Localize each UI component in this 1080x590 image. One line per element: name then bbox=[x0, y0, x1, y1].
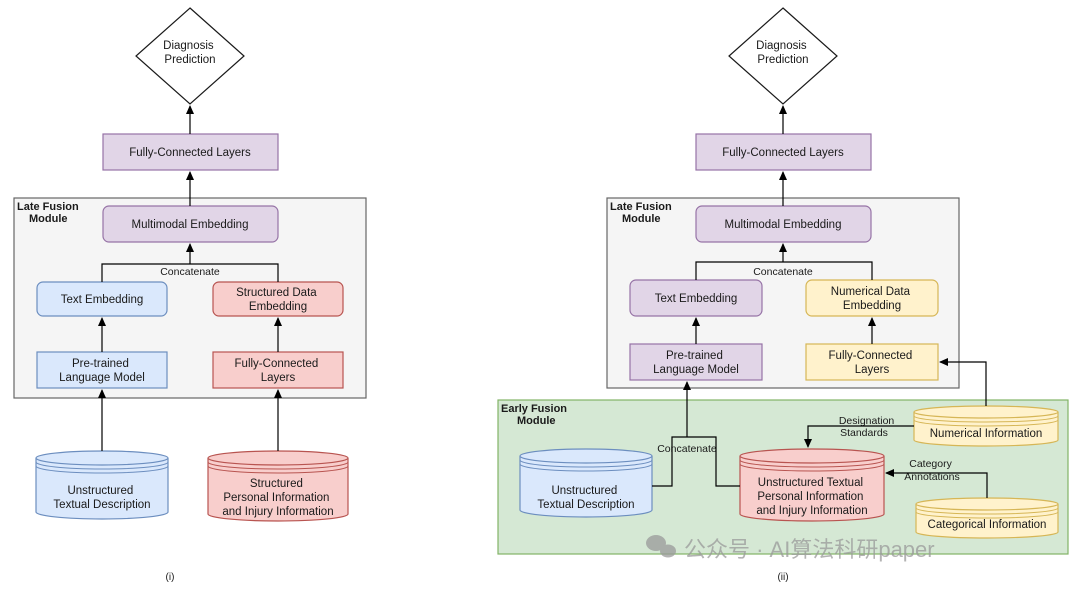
database-unstructured-personal-info bbox=[739, 448, 885, 522]
multimodal-embedding-label: Multimodal Embedding bbox=[132, 219, 249, 231]
caption-ii: (ii) bbox=[777, 572, 788, 583]
fully-connected-small-label: Fully-Connected Layers bbox=[235, 358, 322, 384]
text-embedding-label: Text Embedding bbox=[61, 294, 143, 306]
database-unstructured-personal-info-label: Unstructured Textual Personal Informatio… bbox=[756, 477, 867, 517]
fully-connected-layers-box bbox=[102, 133, 279, 171]
diagnosis-decision-node bbox=[135, 7, 245, 105]
structured-data-embedding-label: Structured Data Embedding bbox=[236, 287, 320, 313]
concatenate-label: Concatenate bbox=[160, 266, 220, 278]
diagnosis-label: Diagnosis Prediction bbox=[163, 40, 217, 66]
database-structured-personal-info bbox=[207, 450, 349, 522]
panel-ii: Diagnosis Prediction Fully-Connected Lay… bbox=[497, 7, 1069, 583]
early-fusion-module-label: Early Fusion Module bbox=[501, 403, 570, 427]
database-categorical-information bbox=[915, 497, 1059, 539]
watermark-text: 公众号 · AI算法科研paper bbox=[684, 537, 935, 562]
fully-connected-small-box bbox=[805, 343, 939, 381]
late-fusion-module-label: Late Fusion Module bbox=[17, 201, 82, 225]
database-categorical-information-label: Categorical Information bbox=[928, 519, 1047, 531]
pretrained-language-model-label: Pre-trained Language Model bbox=[59, 358, 145, 384]
pretrained-language-model-label: Pre-trained Language Model bbox=[653, 350, 739, 376]
late-fusion-module-label: Late Fusion Module bbox=[610, 201, 675, 225]
database-numerical-information bbox=[913, 405, 1059, 447]
watermark: 公众号 · AI算法科研paper bbox=[646, 535, 935, 562]
concatenate-label: Concatenate bbox=[753, 266, 813, 278]
multimodal-embedding-label: Multimodal Embedding bbox=[725, 219, 842, 231]
fully-connected-layers-box bbox=[695, 133, 872, 171]
panel-ii-connectors bbox=[652, 105, 988, 498]
panel-i: Diagnosis Prediction Fully-Connected Lay… bbox=[13, 7, 367, 583]
fully-connected-layers-label: Fully-Connected Layers bbox=[129, 147, 251, 159]
database-textual-description-label: Unstructured Textual Description bbox=[537, 485, 634, 511]
database-textual-description bbox=[519, 448, 653, 518]
database-numerical-information-label: Numerical Information bbox=[930, 428, 1042, 440]
caption-i: (i) bbox=[166, 572, 175, 583]
category-annotations-label: Category Annotations bbox=[904, 458, 959, 483]
fully-connected-layers-label: Fully-Connected Layers bbox=[722, 147, 844, 159]
fully-connected-small-box bbox=[212, 351, 344, 389]
diagnosis-decision-node bbox=[728, 7, 838, 105]
fully-connected-small-label: Fully-Connected Layers bbox=[829, 350, 916, 376]
designation-standards-label: Designation Standards bbox=[839, 415, 897, 439]
pretrained-language-model-box bbox=[36, 351, 168, 389]
numerical-data-embedding-label: Numerical Data Embedding bbox=[831, 286, 913, 312]
database-structured-personal-info-label: Structured Personal Information and Inju… bbox=[222, 478, 333, 518]
text-embedding-label: Text Embedding bbox=[655, 293, 737, 305]
panel-i-connectors bbox=[98, 105, 282, 451]
database-textual-description bbox=[35, 450, 169, 520]
wechat-logo-icon bbox=[646, 535, 676, 558]
database-textual-description-label: Unstructured Textual Description bbox=[53, 485, 150, 511]
diagnosis-label: Diagnosis Prediction bbox=[756, 40, 810, 66]
concatenate-early-label: Concatenate bbox=[657, 443, 717, 455]
